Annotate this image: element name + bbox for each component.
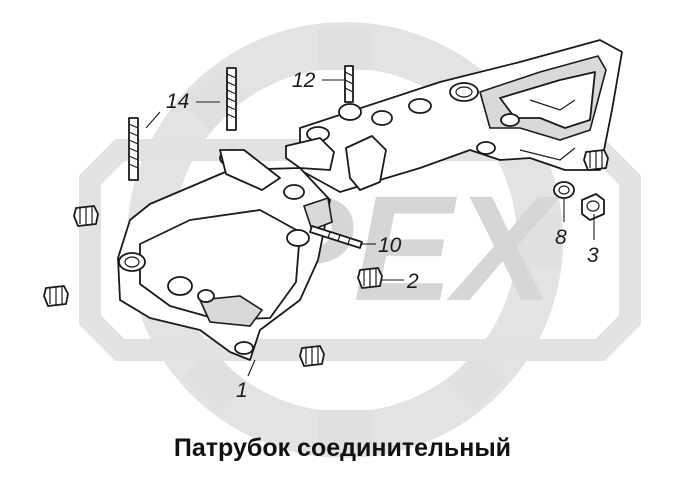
plug-3 [581, 193, 605, 221]
bolt-10 [309, 225, 363, 249]
nut-lower-left [43, 285, 69, 307]
stud-14-right [226, 67, 237, 131]
stud-12 [344, 65, 354, 103]
diagram-caption: Патрубок соединительный [173, 434, 512, 462]
stud-14-left [128, 117, 139, 181]
callout-8: 8 [555, 226, 567, 249]
callout-2: 2 [406, 270, 419, 293]
callout-10: 10 [378, 234, 402, 257]
callout-12: 12 [292, 69, 316, 92]
washer-8 [553, 181, 575, 199]
manifold-body [285, 39, 623, 193]
nut-upper-left [73, 205, 99, 227]
callout-3: 3 [587, 244, 599, 267]
callout-1: 1 [236, 379, 248, 402]
connecting-pipe-housing [117, 149, 333, 361]
watermark-panel [79, 139, 641, 361]
nut-center [357, 267, 383, 289]
callout-14: 14 [166, 90, 189, 113]
nut-bottom [299, 345, 325, 367]
leader-lines [145, 79, 595, 377]
nut-right [583, 149, 609, 171]
